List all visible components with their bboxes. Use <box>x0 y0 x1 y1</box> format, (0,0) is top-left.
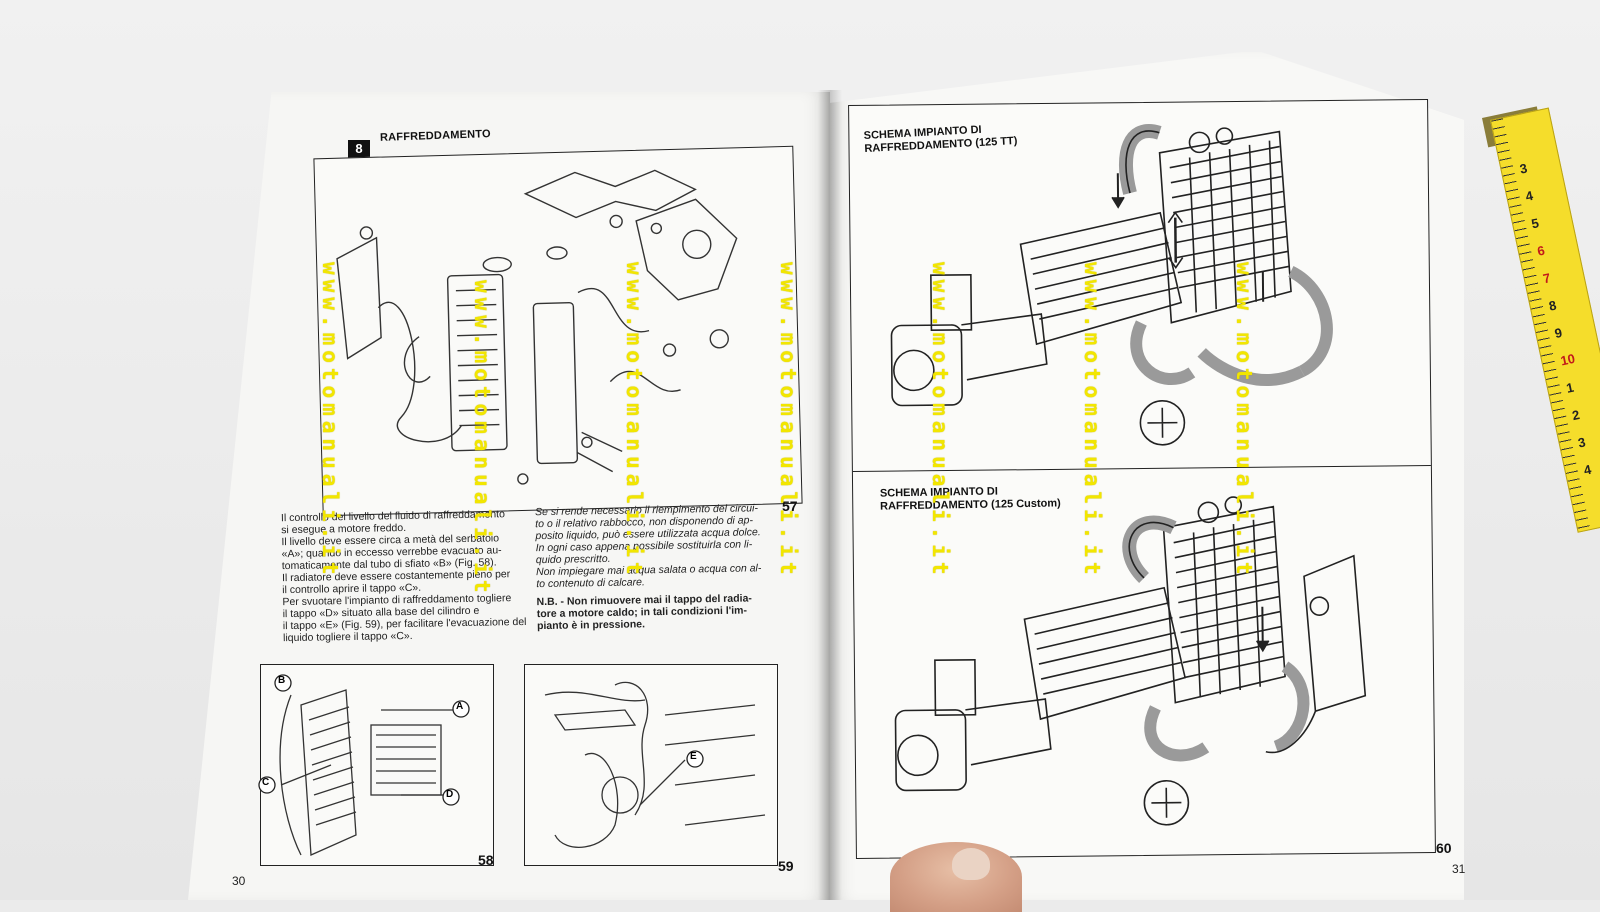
radiator-detail-drawing <box>279 689 453 856</box>
watermark: www.motomanuali.it <box>470 280 494 598</box>
watermark: www.motomanuali.it <box>318 262 342 580</box>
callout-b-label: B <box>278 675 286 686</box>
watermark: www.motomanuali.it <box>776 262 800 580</box>
watermark: www.motomanuali.it <box>1080 262 1104 580</box>
section-number-badge: 8 <box>348 140 370 158</box>
callout-e <box>686 750 704 768</box>
figure-58-number: 58 <box>478 852 494 868</box>
callout-e-label: E <box>690 751 697 762</box>
tape-number: 4 <box>1582 461 1593 478</box>
figure-57-frame <box>313 145 803 517</box>
right-page-number: 31 <box>1452 862 1466 876</box>
book-gutter <box>818 90 842 900</box>
text-column-2: Se si rende necessario il riempimento de… <box>535 502 787 632</box>
exploded-cooling-diagram <box>336 169 738 485</box>
callout-a-label: A <box>456 701 464 712</box>
tape-number: 3 <box>1576 434 1587 451</box>
figure-59-frame: E <box>524 664 778 866</box>
watermark: www.motomanuali.it <box>622 262 646 580</box>
figure-60-number: 60 <box>1436 840 1452 856</box>
watermark: www.motomanuali.it <box>1232 262 1256 580</box>
drain-plug-detail-drawing <box>544 681 766 848</box>
figure-59-number: 59 <box>778 858 794 874</box>
callout-d <box>442 788 460 806</box>
watermark: www.motomanuali.it <box>928 262 952 580</box>
fingernail <box>952 848 990 880</box>
callout-d-label: D <box>446 789 454 800</box>
callout-a <box>452 700 470 718</box>
figure-58-frame: B A C D <box>258 664 494 866</box>
figure-57-number: 57 <box>782 498 798 514</box>
schema-title-125-custom: SCHEMA IMPIANTO DI RAFFREDDAMENTO (125 C… <box>880 484 1061 513</box>
callout-c-label: C <box>262 777 270 788</box>
callout-b <box>274 674 292 692</box>
callout-c <box>258 776 276 794</box>
cooling-schematic-125-tt <box>890 124 1333 446</box>
left-page-number: 30 <box>232 874 246 888</box>
cooling-schematic-125-custom <box>894 496 1367 826</box>
figure-60-frame <box>848 98 1436 860</box>
